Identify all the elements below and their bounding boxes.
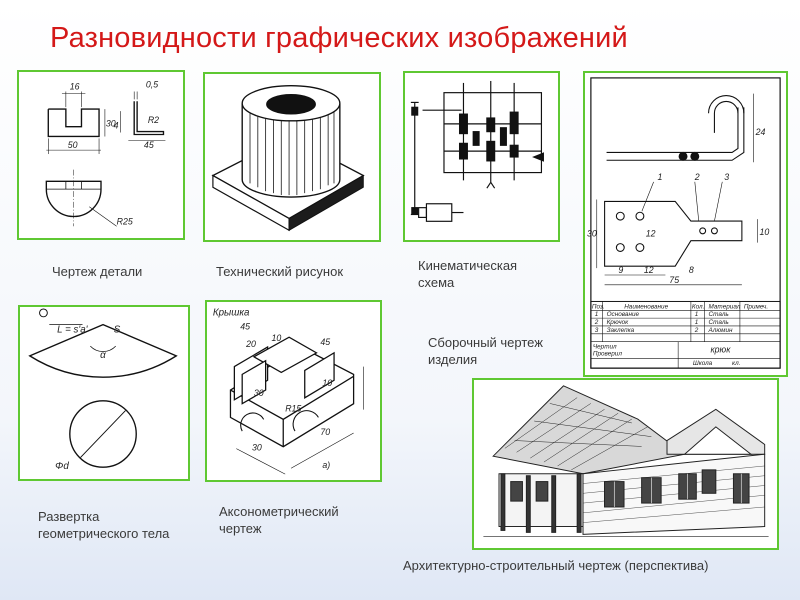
part-drawing-panel: 16 0,5 30 4 R2 50 45 R25 — [17, 70, 185, 240]
part-drawing-caption: Чертеж детали — [52, 264, 143, 279]
assembly-caption-line2: изделия — [428, 352, 478, 367]
asm-dim-9: 9 — [618, 265, 623, 275]
table-cell: Основание — [607, 311, 640, 318]
table-cell: 1 — [695, 311, 699, 318]
asm-dim-30: 30 — [587, 229, 597, 239]
dim-4: 4 — [114, 121, 119, 131]
development-label-s: S — [114, 324, 121, 335]
asm-balloon-1: 1 — [658, 172, 663, 182]
axo-dim-10b: 10 — [322, 378, 332, 388]
asm-dim-8: 8 — [689, 265, 694, 275]
dim-30: 30 — [106, 119, 116, 129]
development-formula: L = s'a' — [57, 324, 89, 335]
dim-r25: R25 — [117, 216, 133, 226]
axonometric-part-label: Крышка — [213, 308, 250, 319]
architectural-image — [483, 385, 769, 537]
development-label-alpha: α — [100, 350, 106, 361]
technical-sketch-caption: Технический рисунок — [216, 264, 344, 279]
asm-dim-12b: 12 — [644, 265, 654, 275]
axonometric-image: Крышка 45 20 10 45 30 10 R15 70 30 a) — [213, 308, 364, 475]
kinematic-scheme-panel — [403, 71, 560, 242]
table-cell: Сталь — [709, 311, 729, 318]
table-cell: Сталь — [709, 319, 729, 326]
asm-dim-12: 12 — [646, 229, 656, 239]
axo-dim-r15: R15 — [285, 404, 301, 414]
page-title: Разновидности графических изображений — [50, 22, 628, 54]
table-cell: 3 — [595, 327, 599, 334]
assembly-drawing-panel: 24 30 12 10 9 12 8 75 1 2 3 Поз. Наимено… — [583, 71, 788, 377]
development-label-d: Φd — [55, 461, 69, 472]
development-caption-line2: геометрического тела — [38, 526, 170, 541]
asm-balloon-2: 2 — [694, 172, 700, 182]
asm-dim-10: 10 — [760, 227, 770, 237]
table-header-name: Наименование — [624, 303, 668, 310]
axonometric-panel: Крышка 45 20 10 45 30 10 R15 70 30 a) — [205, 300, 382, 482]
axo-dim-20: 20 — [245, 339, 256, 349]
development-caption-line1: Развертка — [38, 509, 100, 524]
dim-45: 45 — [144, 140, 154, 150]
kinematic-scheme-caption: Кинематическая схема — [418, 257, 517, 291]
stamp-school: Школа — [693, 360, 713, 367]
table-cell: 2 — [694, 327, 699, 334]
assembly-caption-line1: Сборочный чертеж — [428, 335, 543, 350]
table-cell: Крючок — [607, 319, 630, 326]
dim-16: 16 — [70, 82, 80, 92]
dim-r2: R2 — [148, 115, 159, 125]
table-cell: 2 — [594, 319, 599, 326]
axo-dim-30: 30 — [254, 388, 264, 398]
stamp-drawn: Чертил — [593, 344, 617, 351]
stamp-checked: Проверил — [593, 350, 622, 357]
asm-dim-75: 75 — [669, 275, 679, 285]
development-panel: L = s'a' S α Φd — [18, 305, 190, 481]
asm-balloon-3: 3 — [724, 172, 729, 182]
table-cell: Алюмин — [708, 327, 734, 334]
part-drawing-image: 16 0,5 30 4 R2 50 45 R25 — [45, 80, 166, 227]
axo-label-a: a) — [322, 460, 330, 470]
assembly-drawing-caption: Сборочный чертеж изделия — [428, 334, 543, 368]
assembly-drawing-image: 24 30 12 10 9 12 8 75 1 2 3 Поз. Наимено… — [587, 77, 781, 369]
axonometric-caption: Аксонометрический чертеж — [219, 503, 339, 537]
development-caption: Развертка геометрического тела — [38, 508, 169, 542]
architectural-panel — [472, 378, 779, 550]
table-header-material: Материал — [709, 303, 741, 310]
table-cell: Заклепка — [607, 327, 635, 334]
dim-50: 50 — [68, 140, 78, 150]
axo-dim-10: 10 — [272, 333, 282, 343]
axo-dim-45: 45 — [240, 321, 250, 331]
table-cell: 1 — [695, 319, 699, 326]
kinematic-caption-line2: схема — [418, 275, 455, 290]
table-cell: 1 — [595, 311, 599, 318]
development-image: L = s'a' S α Φd — [28, 308, 178, 472]
technical-sketch-panel — [203, 72, 381, 242]
axo-dim-45b: 45 — [320, 337, 330, 347]
asm-dim-24: 24 — [755, 127, 766, 137]
table-header-qty: Кол. — [692, 303, 705, 310]
architectural-caption: Архитектурно-строительный чертеж (перспе… — [403, 558, 709, 573]
axonometric-caption-line2: чертеж — [219, 521, 262, 536]
dim-0-5: 0,5 — [146, 80, 158, 90]
axonometric-caption-line1: Аксонометрический — [219, 504, 339, 519]
table-header-pos: Поз. — [592, 303, 605, 310]
axo-dim-30b: 30 — [252, 443, 262, 453]
kinematic-caption-line1: Кинематическая — [418, 258, 518, 273]
stamp-name: крюк — [711, 344, 732, 354]
technical-sketch-image — [211, 85, 365, 232]
kinematic-scheme-image — [410, 80, 544, 222]
axo-dim-70: 70 — [320, 427, 330, 437]
table-header-note: Примеч. — [744, 303, 768, 310]
stamp-class: кл. — [732, 360, 740, 367]
